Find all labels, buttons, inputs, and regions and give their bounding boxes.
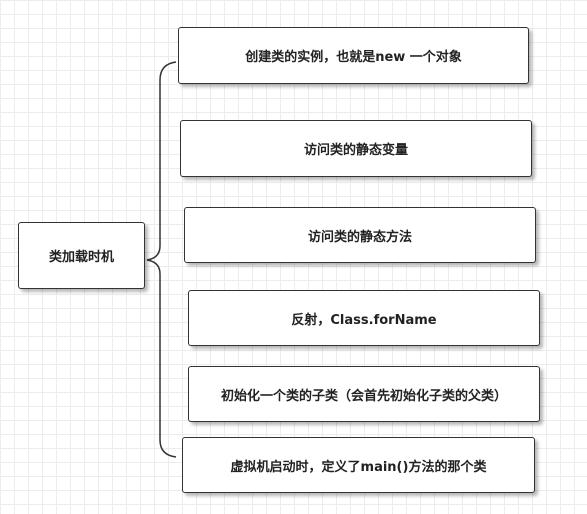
child-node-static-variable[interactable]: 访问类的静态变量 xyxy=(180,120,532,177)
child-node-label: 访问类的静态变量 xyxy=(303,143,408,158)
child-node-static-method[interactable]: 访问类的静态方法 xyxy=(184,207,536,263)
child-node-label: 反射，Class.forName xyxy=(291,312,437,328)
child-node-label: 初始化一个类的子类（会首先初始化子类的父类） xyxy=(220,388,507,404)
child-node-label: 虚拟机启动时，定义了main()方法的那个类 xyxy=(230,459,487,475)
brace-path xyxy=(146,61,177,458)
child-node-main-class[interactable]: 虚拟机启动时，定义了main()方法的那个类 xyxy=(182,437,535,493)
child-node-init-subclass[interactable]: 初始化一个类的子类（会首先初始化子类的父类） xyxy=(188,366,540,422)
child-node-reflection[interactable]: 反射，Class.forName xyxy=(188,290,540,346)
child-node-label: 创建类的实例，也就是new 一个对象 xyxy=(245,50,462,65)
child-node-create-instance[interactable]: 创建类的实例，也就是new 一个对象 xyxy=(178,27,529,84)
root-node-label: 类加载时机 xyxy=(48,250,114,265)
child-node-label: 访问类的静态方法 xyxy=(307,229,412,245)
root-node[interactable]: 类加载时机 xyxy=(18,222,145,289)
